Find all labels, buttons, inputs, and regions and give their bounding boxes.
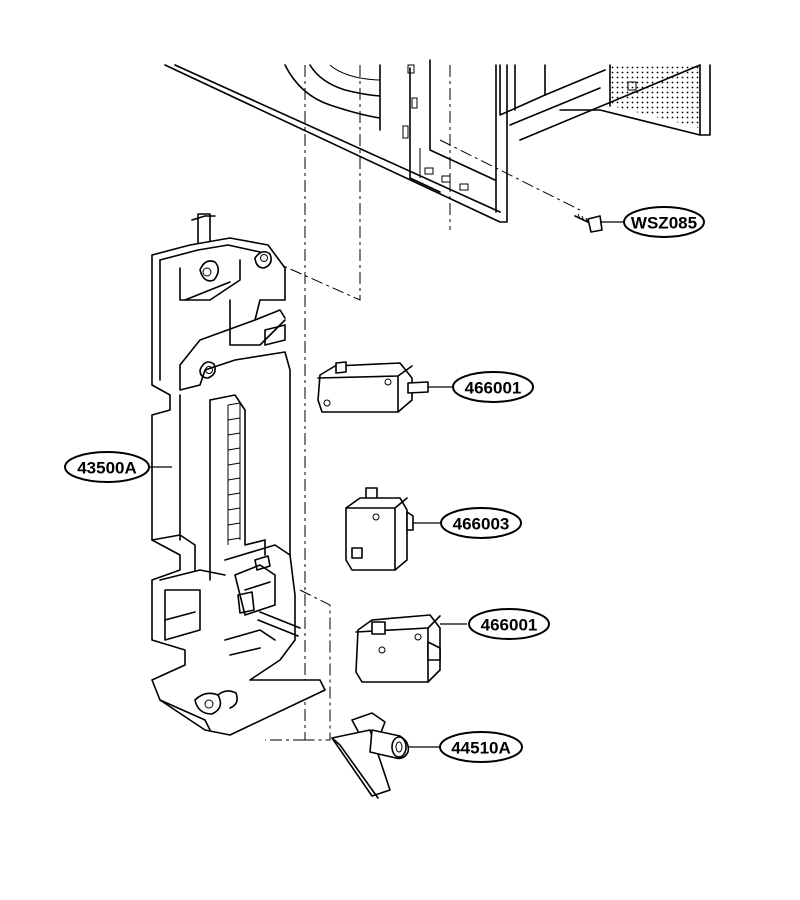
- callout-466001-lower: 466001: [468, 608, 550, 640]
- callout-466001-upper-label: 466001: [465, 379, 522, 398]
- oven-cavity-frame: [164, 59, 711, 223]
- latch-holder-part: [151, 213, 326, 736]
- callout-466003-label: 466003: [453, 515, 510, 534]
- assembly-lines: [265, 65, 581, 741]
- callout-466003: 466003: [440, 507, 522, 539]
- screw-part: [574, 213, 603, 233]
- callout-466001-lower-label: 466001: [481, 616, 538, 635]
- microswitch-lower-part: [355, 614, 441, 683]
- latch-rack-teeth: [227, 402, 241, 545]
- callout-466001-upper: 466001: [452, 371, 534, 403]
- microswitch-middle-part: [345, 487, 414, 571]
- callout-wsz085-label: WSZ085: [631, 214, 697, 233]
- callout-44510a: 44510A: [439, 731, 523, 763]
- microswitch-upper-part: [317, 361, 429, 413]
- callout-wsz085: WSZ085: [623, 206, 705, 238]
- callout-43500a: 43500A: [64, 451, 150, 483]
- latch-lever-part: [331, 712, 410, 799]
- callout-leaders: [150, 221, 625, 748]
- callout-44510a-label: 44510A: [451, 739, 511, 758]
- callout-43500a-label: 43500A: [77, 459, 137, 478]
